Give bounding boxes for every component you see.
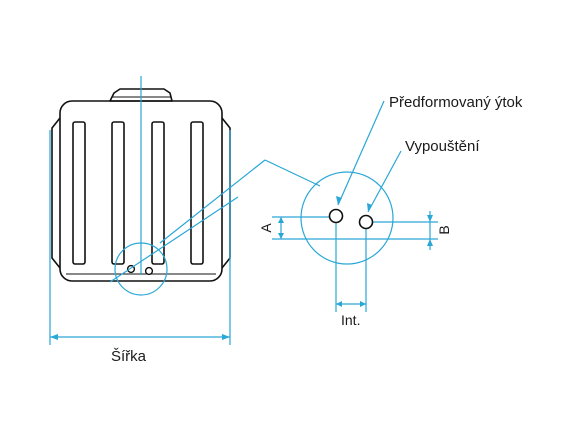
outlet-leader-arrow (367, 203, 372, 212)
dim-a-arrow-bottom (278, 233, 284, 239)
inlet-label: Předformovaný ýtok (389, 94, 523, 111)
width-arrow-left (50, 334, 58, 340)
interval-label: Int. (341, 312, 360, 328)
detail-circle-large (300, 171, 394, 265)
detail-circle-small (114, 242, 168, 296)
dim-a-arrow-top (278, 217, 284, 223)
tank-left-shoulder (51, 117, 61, 269)
callout-line-upper (159, 159, 266, 244)
callout-line-lower (109, 196, 239, 283)
dim-b-label: B (436, 225, 452, 234)
width-arrow-right (222, 334, 230, 340)
detail-outlet-hole (358, 214, 374, 230)
outlet-leader (367, 150, 402, 213)
tank-rib-1 (72, 121, 86, 265)
detail-inlet-hole (328, 208, 344, 224)
inlet-leader-arrow (336, 196, 342, 205)
dim-b-arrow-top (427, 215, 433, 222)
outlet-label: Vypouštění (405, 138, 480, 155)
width-label: Šířka (111, 348, 147, 365)
tank-outlet-holes (126, 264, 154, 276)
inlet-leader (337, 100, 385, 206)
dim-b-arrow-bottom (427, 239, 433, 246)
tank-rib-4 (190, 121, 204, 265)
dimension-arrowheads (50, 196, 433, 340)
callout-line-link (264, 159, 321, 187)
detail-outlet-holes (328, 208, 374, 230)
tank-rib-3 (151, 121, 165, 265)
tank-rib-2 (111, 121, 125, 265)
dim-a-label: A (258, 223, 274, 233)
int-arrow-left (336, 301, 342, 307)
dimension-lines (49, 76, 438, 345)
int-arrow-right (360, 301, 366, 307)
